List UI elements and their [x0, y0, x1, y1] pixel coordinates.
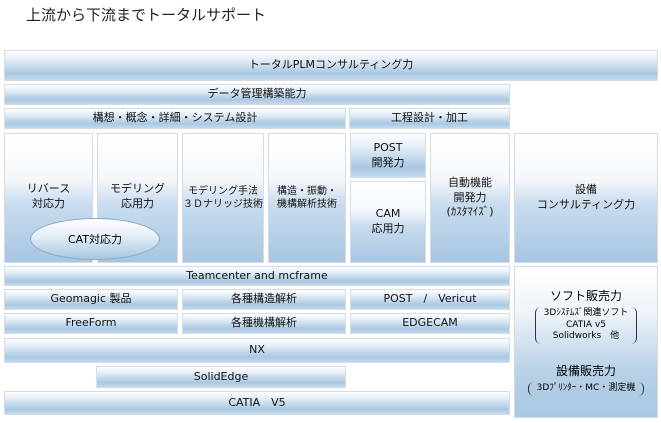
structural-analysis-bar: 各種構造解析: [182, 289, 346, 310]
software-item: CATIA v5: [566, 319, 606, 330]
cell-line: 設備: [575, 183, 597, 197]
cell-line: 自動機能: [448, 175, 492, 189]
catia-bar: CATIA V5: [4, 391, 510, 415]
cell-line: コンサルティング力: [536, 198, 636, 211]
nx-bar: NX: [4, 338, 510, 363]
plm-consulting-bar: トータルPLMコンサルティング力: [4, 50, 658, 81]
equipment-sales-list: 3Dﾌﾟﾘﾝﾀｰ・MC・測定機: [527, 382, 645, 396]
cell-line: 応用力: [121, 196, 154, 210]
cell-line: 機構解析技術: [277, 199, 337, 210]
cell-line: モデリング: [110, 182, 165, 195]
equipment-sales-title: 設備販売力: [555, 364, 616, 379]
cell-line: ３Ｄナリッジ技術: [183, 199, 263, 210]
cell-line: 応用力: [371, 222, 405, 235]
cell-auto: 自動機能開発力(ｶｽﾀﾏｲｽﾞ): [430, 133, 510, 263]
post-vericut-bar: POST / Vericut: [350, 289, 510, 310]
design-bar: 構想・概念・詳細・システム設計: [4, 108, 346, 129]
cell-equipment: 設備コンサルティング力: [514, 133, 658, 263]
sales-panel: ソフト販売力 3Dｼｽﾃﾑｽﾞ関連ソフト CATIA v5 Solidworks…: [514, 266, 658, 418]
process-bar: 工程設計・加工: [349, 108, 510, 129]
mechanism-analysis-bar: 各種機構解析: [182, 313, 346, 334]
cell-line: リバース: [26, 182, 71, 195]
cat-ellipse: CAT対応力: [30, 218, 160, 260]
cell-analysis: 構造・振動・機構解析技術: [268, 133, 346, 263]
cell-line: 開発力: [453, 190, 487, 204]
cell-line: 対応力: [31, 196, 65, 210]
page-title: 上流から下流までトータルサポート: [26, 6, 267, 24]
solidedge-bar: SolidEdge: [96, 366, 346, 388]
cell-line: (ｶｽﾀﾏｲｽﾞ): [446, 205, 494, 219]
edgecam-bar: EDGECAM: [350, 313, 510, 334]
cell-line: 開発力: [371, 155, 405, 169]
software-item: 3Dｼｽﾃﾑｽﾞ関連ソフト: [543, 308, 629, 318]
cell-line: CAM: [375, 207, 401, 221]
software-item: Solidworks 他: [552, 331, 620, 342]
freeform-bar: FreeForm: [4, 313, 178, 334]
cell-knowledge: モデリング手法 ３Ｄナリッジ技術: [182, 133, 264, 263]
teamcenter-bar: Teamcenter and mcframe: [4, 266, 510, 286]
cell-line: モデリング手法: [188, 185, 258, 197]
geomagic-bar: Geomagic 製品: [4, 289, 178, 310]
software-sales-list: 3Dｼｽﾃﾑｽﾞ関連ソフト CATIA v5 Solidworks 他: [534, 307, 638, 345]
data-management-bar: データ管理構築能力: [4, 84, 510, 105]
cell-line: POST: [373, 140, 403, 154]
cell-line: 構造・振動・: [277, 185, 337, 197]
software-sales-title: ソフト販売力: [549, 289, 622, 303]
